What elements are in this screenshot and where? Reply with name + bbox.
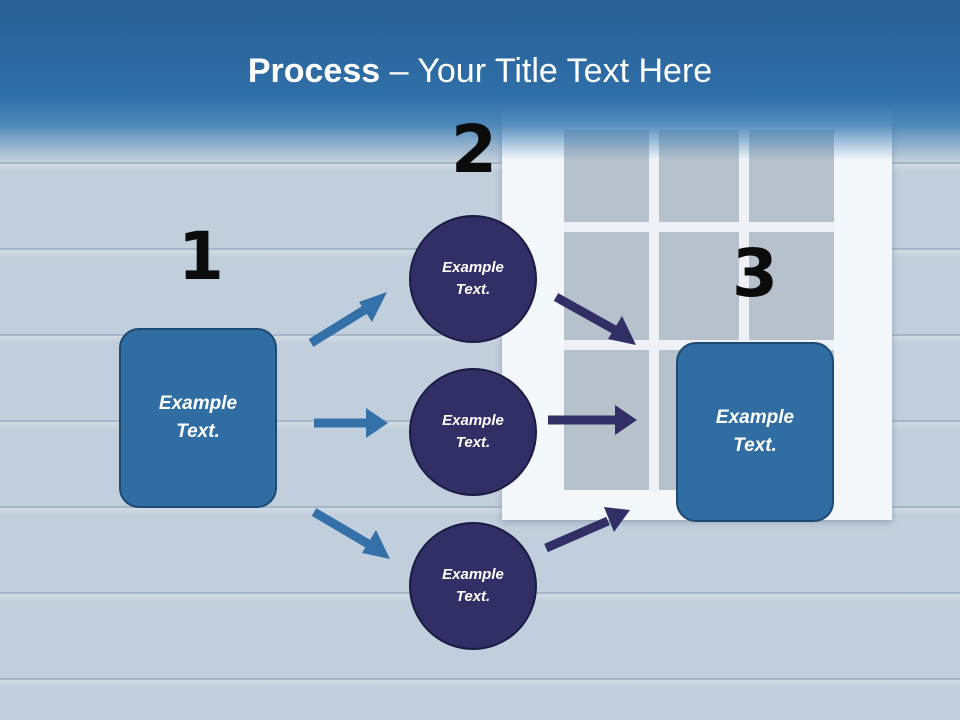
step-3-label: Example Text. <box>715 406 795 457</box>
title-banner <box>0 0 960 160</box>
arrow-top-to-right <box>553 293 636 345</box>
title-bold: Process <box>247 52 381 90</box>
step-3-box: Example Text. <box>676 342 834 522</box>
step-number-1: 1 <box>178 218 224 295</box>
step-2-circle-bottom: Example Text. <box>409 522 537 650</box>
circle-bottom-label: Example Text. <box>442 565 504 606</box>
circle-top-label: Example Text. <box>442 258 504 299</box>
slide-title: Process – Your Title Text Here <box>0 52 960 91</box>
step-1-box: Example Text. <box>119 328 277 508</box>
step-1-label: Example Text. <box>158 392 238 443</box>
title-rest: – Your Title Text Here <box>380 52 713 90</box>
step-2-circle-top: Example Text. <box>409 215 537 343</box>
step-number-2: 2 <box>451 111 497 188</box>
arrow-left-to-middle <box>314 408 388 438</box>
circle-middle-label: Example Text. <box>442 411 504 452</box>
arrow-left-to-bottom <box>311 508 390 559</box>
step-2-circle-middle: Example Text. <box>409 368 537 496</box>
step-number-3: 3 <box>732 235 778 312</box>
arrow-left-to-top <box>308 292 387 347</box>
arrow-middle-to-right <box>548 405 637 435</box>
arrow-bottom-to-right <box>544 507 630 553</box>
